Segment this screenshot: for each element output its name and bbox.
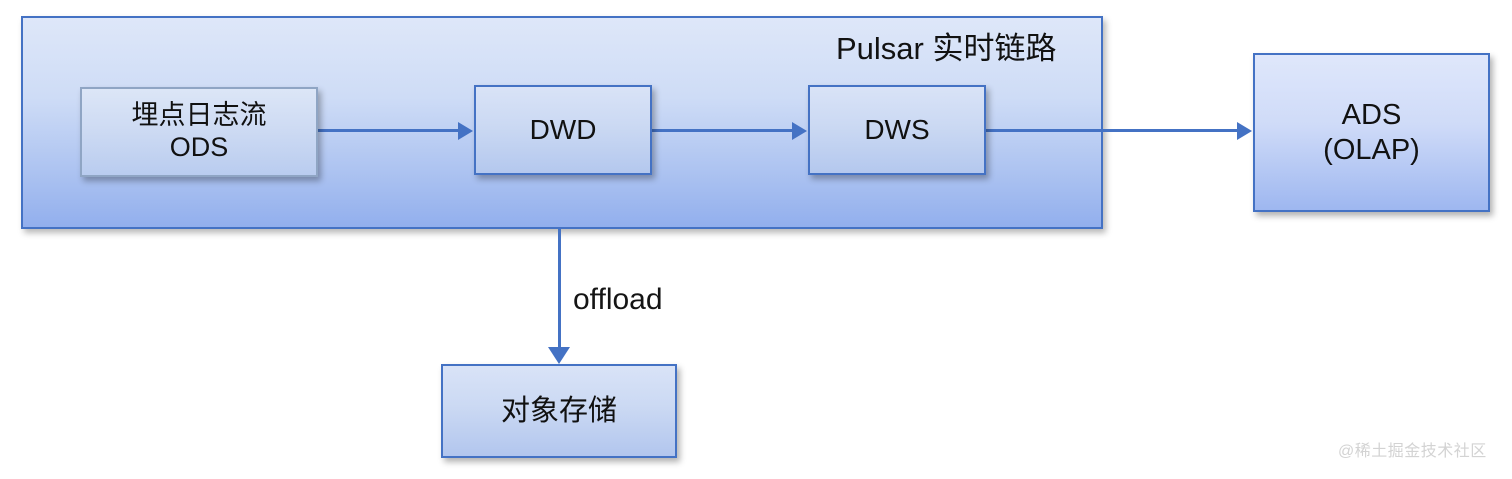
connector-offload-label: offload [573, 283, 663, 316]
connector-ods-to-dwd-line [318, 129, 460, 132]
node-dwd[interactable]: DWD [474, 85, 652, 175]
node-dws[interactable]: DWS [808, 85, 986, 175]
node-object-storage[interactable]: 对象存储 [441, 364, 677, 458]
connector-dws-to-ads-line [986, 129, 1239, 132]
arrow-right-icon-ods-to-dwd [458, 122, 473, 140]
node-dws-label: DWS [864, 114, 930, 146]
arrow-right-icon-dws-to-ads [1237, 122, 1252, 140]
node-object-storage-label: 对象存储 [500, 394, 617, 427]
node-ads-label: ADS (OLAP) [1323, 99, 1420, 166]
watermark: @稀土掘金技术社区 [1338, 443, 1487, 460]
node-ods-label: 埋点日志流 ODS [131, 100, 267, 162]
node-ods[interactable]: 埋点日志流 ODS [80, 87, 318, 177]
node-ads[interactable]: ADS (OLAP) [1253, 53, 1490, 212]
node-dwd-label: DWD [529, 114, 597, 146]
arrow-right-icon-dwd-to-dws [792, 122, 807, 140]
pulsar-pipeline-title: Pulsar 实时链路 [836, 31, 1057, 66]
connector-offload-line [558, 229, 561, 351]
arrow-down-icon-offload [548, 347, 570, 364]
connector-dwd-to-dws-line [652, 129, 794, 132]
